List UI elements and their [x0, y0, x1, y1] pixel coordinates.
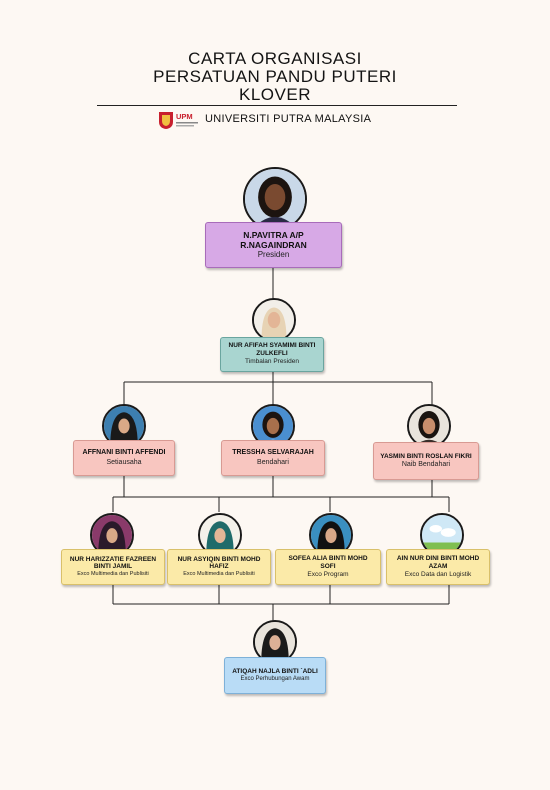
vice-president-photo — [252, 298, 296, 342]
exco-pr-box: ATIQAH NAJLA BINTI `ADLI Exco Perhubunga… — [224, 657, 326, 694]
president-photo — [243, 167, 307, 231]
exco-pr-name: ATIQAH NAJLA BINTI `ADLI — [232, 667, 318, 675]
upm-logo: UPM — [158, 110, 200, 130]
president-name: N.PAVITRA A/P R.NAGAINDRAN — [240, 229, 307, 250]
treasurer-role: Bendahari — [257, 458, 289, 466]
chart-title-line-1: CARTA ORGANISASI — [188, 49, 362, 68]
secretary-role: Setiausaha — [106, 458, 142, 466]
treasurer-name: TRESSHA SELVARAJAH — [232, 449, 314, 457]
exco-2-box: NUR ASYIQIN BINTI MOHD HAFIZ Exco Multim… — [167, 549, 271, 585]
university-name: UNIVERSITI PUTRA MALAYSIA — [205, 113, 372, 125]
exco-pr-photo — [253, 620, 297, 664]
exco-pr-role: Exco Perhubungan Awam — [240, 675, 310, 682]
chart-title-line-2: PERSATUAN PANDU PUTERI — [153, 67, 397, 86]
exco-1-box: NUR HARIZZATIE FAZREEN BINTI JAMIL Exco … — [61, 549, 165, 585]
vice-president-box: NUR AFIFAH SYAMIMI BINTI ZULKEFLI Timbal… — [220, 337, 324, 372]
chart-title-line-3: KLOVER — [239, 85, 311, 104]
exco-3-role: Exco Program — [307, 570, 349, 578]
exco-4-role: Exco Data dan Logistik — [404, 570, 472, 578]
exco-1-role: Exco Multimedia dan Publisiti — [77, 571, 149, 578]
secretary-name: AFFNANI BINTI AFFENDI — [82, 449, 166, 457]
exco-4-box: AIN NUR DINI BINTI MOHD AZAM Exco Data d… — [386, 549, 490, 585]
logo-text: UPM — [176, 112, 193, 121]
vice-treasurer-box: YASMIN BINTI ROSLAN FIKRI Naib Bendahari — [373, 442, 479, 480]
vice-treasurer-role: Naib Bendahari — [401, 461, 451, 469]
president-box: N.PAVITRA A/P R.NAGAINDRAN Presiden — [205, 222, 342, 268]
exco-2-role: Exco Multimedia dan Publisiti — [183, 571, 255, 578]
vice-treasurer-name: YASMIN BINTI ROSLAN FIKRI — [380, 452, 472, 460]
vice-president-name: NUR AFIFAH SYAMIMI BINTI ZULKEFLI — [228, 342, 316, 358]
president-role: Presiden — [257, 249, 290, 259]
exco-3-box: SOFEA ALIA BINTI MOHD SOFI Exco Program — [275, 549, 381, 585]
vice-president-role: Timbalan Presiden — [245, 358, 299, 366]
exco-3-name: SOFEA ALIA BINTI MOHD SOFI — [288, 554, 368, 570]
exco-1-name: NUR HARIZZATIE FAZREEN BINTI JAMIL — [69, 555, 157, 571]
secretary-box: AFFNANI BINTI AFFENDI Setiausaha — [73, 440, 175, 476]
header-divider — [97, 105, 457, 106]
vice-treasurer-photo — [407, 404, 451, 448]
treasurer-box: TRESSHA SELVARAJAH Bendahari — [221, 440, 325, 476]
exco-2-name: NUR ASYIQIN BINTI MOHD HAFIZ — [177, 555, 261, 571]
exco-4-name: AIN NUR DINI BINTI MOHD AZAM — [396, 554, 480, 570]
